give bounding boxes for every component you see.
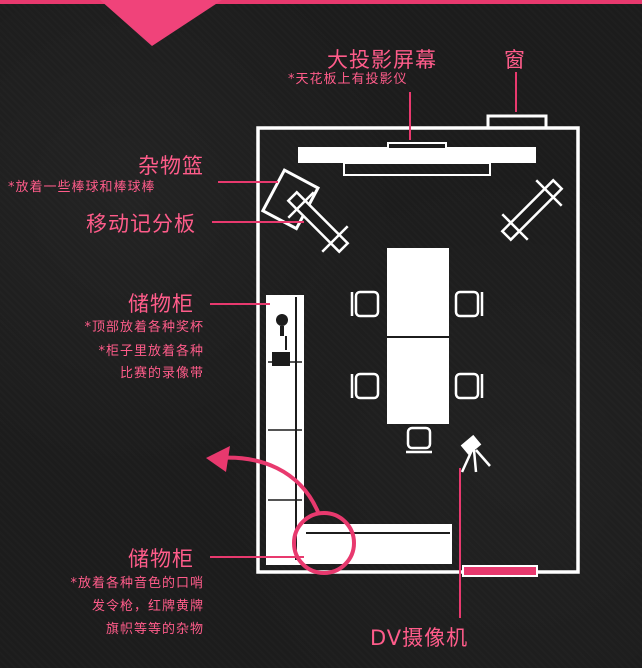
curved-arrow bbox=[217, 455, 320, 513]
cabinet2-note1: *放着各种音色的口哨 bbox=[70, 576, 204, 591]
cabinet2-title: 储物柜 bbox=[128, 547, 194, 571]
basket-title: 杂物篮 bbox=[138, 154, 204, 178]
door bbox=[462, 565, 538, 577]
cabinet2-note2: 发令枪，红牌黄牌 bbox=[91, 599, 204, 614]
chair bbox=[454, 372, 484, 400]
meeting-table-bottom bbox=[387, 338, 449, 424]
projector bbox=[387, 142, 447, 150]
top-accent-strip bbox=[0, 0, 642, 4]
window bbox=[486, 114, 548, 130]
basket-note: *放着一些棒球和棒球棒 bbox=[8, 180, 156, 195]
projector-note: *天花板上有投影仪 bbox=[288, 72, 408, 87]
top-pointer-triangle bbox=[100, 0, 222, 46]
scoreboard-right bbox=[500, 178, 564, 242]
meeting-table-top bbox=[387, 248, 449, 336]
trophy-icon bbox=[276, 314, 288, 326]
projector-title: 大投影屏幕 bbox=[327, 48, 437, 72]
cabinet1-title: 储物柜 bbox=[128, 292, 194, 316]
window-label: 窗 bbox=[504, 48, 526, 72]
scoreboard-left bbox=[286, 190, 350, 254]
scoreboard-label: 移动记分板 bbox=[86, 212, 196, 236]
room-wall bbox=[256, 126, 580, 574]
dv-camera-label: DV摄像机 bbox=[370, 626, 469, 650]
screen-frame bbox=[343, 162, 491, 176]
highlight-circle bbox=[292, 511, 356, 575]
cabinet-bottom bbox=[304, 524, 452, 564]
chair bbox=[406, 426, 432, 454]
chair bbox=[350, 372, 380, 400]
cabinet2-note3: 旗帜等等的杂物 bbox=[105, 622, 204, 637]
chair bbox=[454, 290, 484, 318]
cabinet1-note2: *柜子里放着各种 bbox=[98, 344, 204, 359]
cabinet1-note1: *顶部放着各种奖杯 bbox=[84, 320, 204, 335]
cabinet1-note3: 比赛的录像带 bbox=[119, 366, 204, 381]
dv-camera-tripod bbox=[460, 434, 491, 473]
projection-screen bbox=[298, 147, 536, 163]
arrow-head bbox=[206, 446, 230, 472]
chair bbox=[350, 290, 380, 318]
